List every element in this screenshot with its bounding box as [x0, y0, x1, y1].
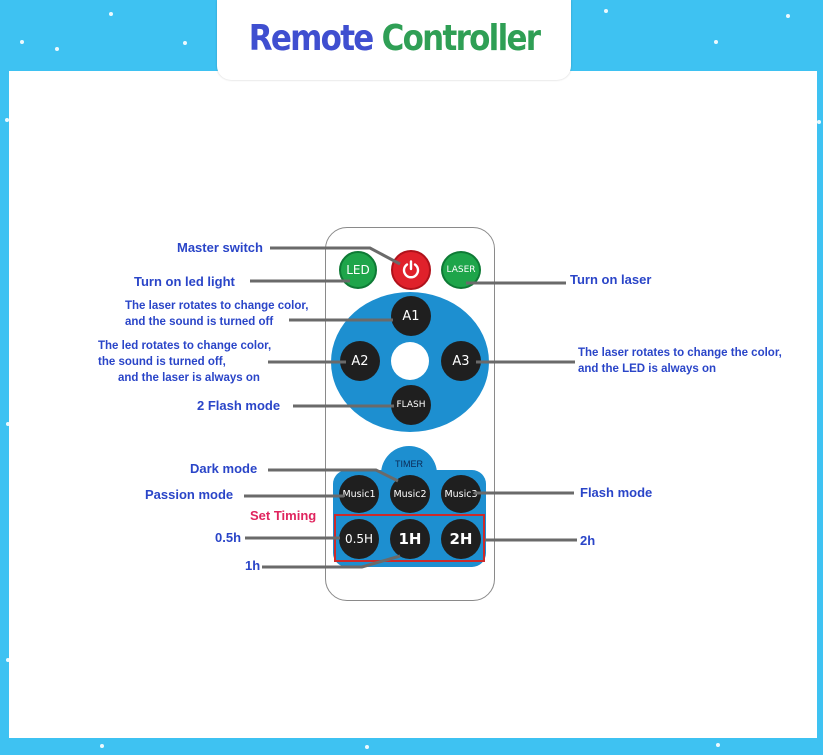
label-flash-mode: Flash mode	[580, 485, 653, 500]
bg-dot	[365, 745, 369, 749]
timer-1h-button[interactable]: 1H	[390, 519, 430, 559]
led-button[interactable]: LED	[339, 251, 377, 289]
label-flash2: 2 Flash mode	[197, 398, 281, 413]
label-a2-line2: the sound is turned off,	[98, 356, 226, 368]
label-passion-mode: Passion mode	[145, 487, 234, 502]
power-icon	[402, 260, 420, 279]
page-title: Remote Controller	[248, 18, 541, 59]
label-a1-line1: The laser rotates to change color,	[125, 300, 309, 312]
timer-05h-button[interactable]: 0.5H	[339, 519, 379, 559]
bg-dot	[100, 744, 104, 748]
a3-button[interactable]: A3	[441, 341, 481, 381]
laser-button[interactable]: LASER	[441, 251, 481, 289]
bg-dot	[716, 743, 720, 747]
power-button[interactable]	[391, 250, 431, 290]
label-a2-line3: and the laser is always on	[118, 372, 260, 384]
bg-dot	[786, 14, 790, 18]
bg-dot	[6, 422, 10, 426]
bg-dot	[817, 120, 821, 124]
label-a2-line1: The led rotates to change color,	[98, 340, 272, 352]
timer-label: TIMER	[395, 459, 423, 469]
title-tab: Remote Controller	[217, 0, 571, 80]
flash-button[interactable]: FLASH	[391, 385, 431, 425]
bg-dot	[714, 40, 718, 44]
bg-dot	[6, 658, 10, 662]
label-a3-line2: and the LED is always on	[578, 363, 717, 375]
dial-center	[391, 342, 429, 380]
label-set-timing: Set Timing	[250, 508, 317, 523]
label-turn-on-led: Turn on led light	[134, 274, 235, 289]
a2-button[interactable]: A2	[340, 341, 380, 381]
label-master-switch: Master switch	[177, 240, 263, 255]
bg-dot	[109, 12, 113, 16]
a1-button[interactable]: A1	[391, 296, 431, 336]
label-dark-mode: Dark mode	[190, 461, 258, 476]
label-2h: 2h	[580, 533, 596, 548]
label-1h: 1h	[245, 558, 261, 573]
label-05h: 0.5h	[215, 530, 242, 545]
label-turn-on-laser: Turn on laser	[570, 272, 652, 287]
bg-dot	[183, 41, 187, 45]
bg-dot	[5, 118, 9, 122]
bg-dot	[55, 47, 59, 51]
bg-dot	[20, 40, 24, 44]
bg-dot	[604, 9, 608, 13]
label-a3-line1: The laser rotates to change the color,	[578, 347, 782, 359]
music1-button[interactable]: Music1	[339, 475, 379, 513]
timer-2h-button[interactable]: 2H	[441, 519, 481, 559]
label-a1-line2: and the sound is turned off	[125, 316, 274, 328]
